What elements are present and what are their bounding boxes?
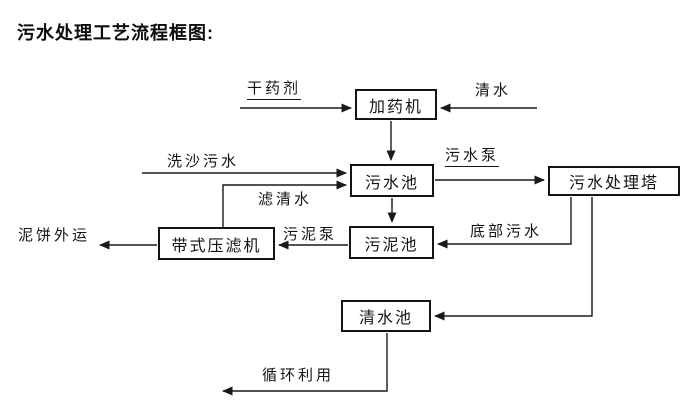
edge-label-sand-washing-sewage: 洗沙污水	[167, 153, 240, 170]
node-belt-filter-press: 带式压滤机	[158, 227, 275, 260]
diagram-title: 污水处理工艺流程框图:	[17, 23, 214, 43]
arrow-bottom-sewage-tower-to-sludge-pool	[437, 197, 572, 249]
node-sludge-pool: 污泥池	[349, 226, 434, 259]
edge-label-mud-cake-out: 泥饼外运	[18, 227, 91, 244]
edge-label-filtered-water: 滤清水	[258, 191, 313, 208]
edge-label-bottom-sewage: 底部污水	[470, 223, 543, 240]
edge-label-sludge-pump: 污泥泵	[283, 226, 338, 243]
arrow-clean-pool-recycling	[222, 333, 388, 396]
edge-label-clean-water: 清水	[475, 82, 512, 99]
edge-label-recycling: 循环利用	[262, 367, 335, 384]
edge-label-sewage-pump: 污水泵	[445, 146, 500, 167]
arrow-tower-to-clean-water-pool	[434, 197, 593, 321]
node-sewage-treatment-tower: 污水处理塔	[548, 166, 680, 196]
node-clean-water-pool: 清水池	[341, 300, 431, 332]
arrow-filtered-water-press-to-sewage-pool	[222, 180, 347, 227]
node-sewage-pool: 污水池	[350, 164, 434, 197]
node-dosing-machine: 加药机	[355, 89, 437, 120]
edge-label-dry-agent: 干药剂	[247, 79, 302, 100]
